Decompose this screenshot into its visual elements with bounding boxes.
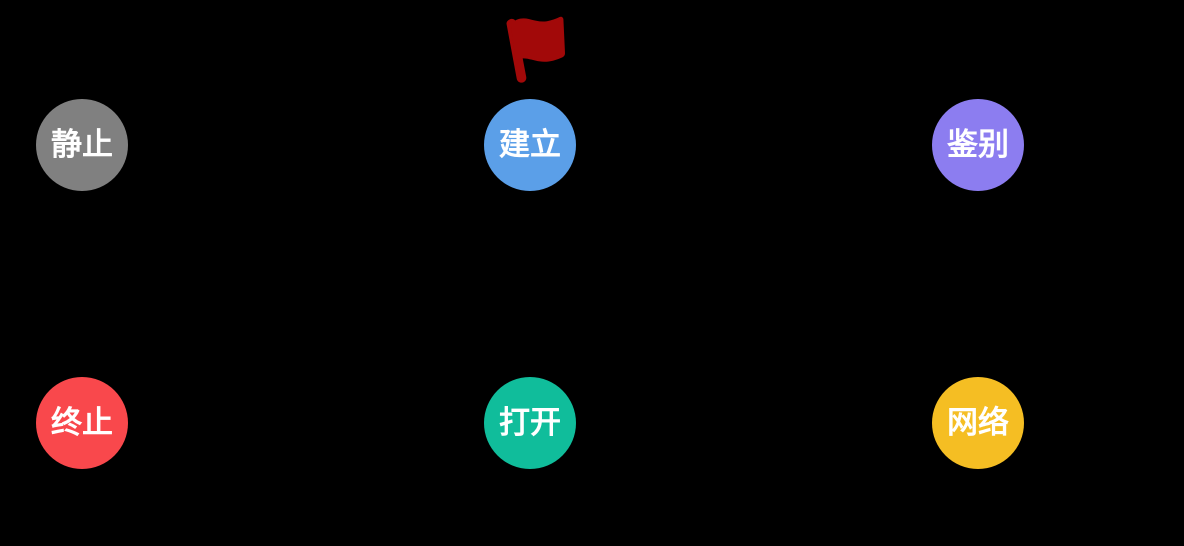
node-label: 鉴别 <box>947 126 1009 163</box>
node-zhongzhi[interactable]: 终止 <box>36 377 128 469</box>
flag-marker[interactable] <box>502 14 568 86</box>
node-label: 终止 <box>51 404 113 441</box>
node-jingzhi[interactable]: 静止 <box>36 99 128 191</box>
node-label: 建立 <box>499 126 561 163</box>
node-jianli[interactable]: 建立 <box>484 99 576 191</box>
node-label: 网络 <box>947 404 1009 441</box>
node-jianbie[interactable]: 鉴别 <box>932 99 1024 191</box>
node-label: 打开 <box>499 404 561 441</box>
node-wangluo[interactable]: 网络 <box>932 377 1024 469</box>
node-dakai[interactable]: 打开 <box>484 377 576 469</box>
node-label: 静止 <box>51 126 113 163</box>
flag-icon <box>506 16 566 83</box>
